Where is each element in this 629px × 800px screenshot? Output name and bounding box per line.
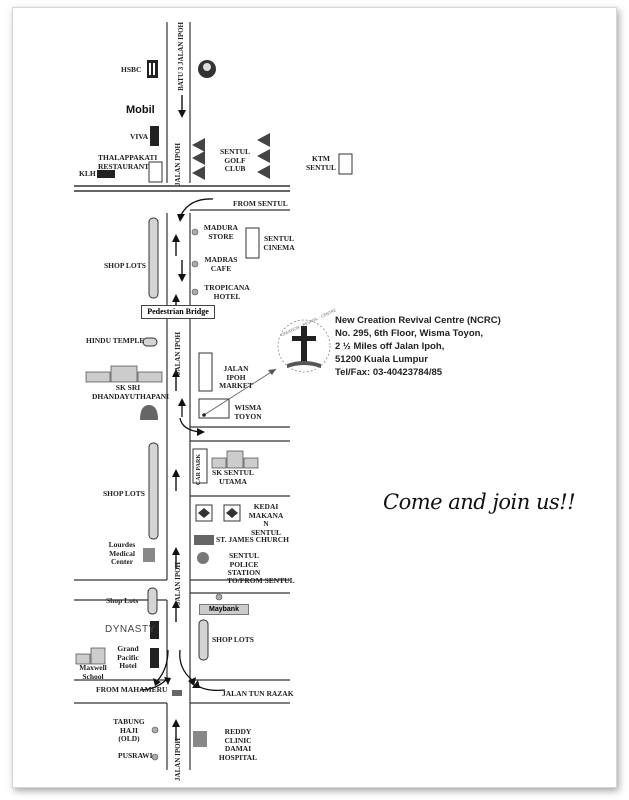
madura-store-marker — [191, 228, 199, 236]
place-hindu-temple: Hindu Temple — [86, 336, 145, 345]
place-st-james-church: St. James Church — [216, 535, 289, 544]
maxwell-school-icon — [75, 647, 106, 665]
place-hsbc: HSBC — [121, 65, 142, 74]
golf-arrow-3 — [192, 166, 205, 180]
ncrc-info: New Creation Revival Centre (NCRC) No. 2… — [335, 314, 501, 379]
golf-arrow-5 — [257, 149, 270, 163]
golf-arrow-2 — [192, 151, 205, 165]
pusrawi-marker — [151, 753, 159, 761]
ncrc-address-1: No. 295, 6th Floor, Wisma Toyon, — [335, 328, 484, 339]
place-shop-lots-1: Shop Lots — [104, 261, 146, 270]
place-sk-sentul-utama: SK Sentul Utama — [212, 468, 254, 486]
place-car-park: Car Park — [196, 454, 202, 486]
road-label-jalan-ipoh-3: Jalan Ipoh — [174, 562, 182, 605]
road-label-jalan-ipoh-bottom: Jalan Ipoh — [174, 738, 182, 781]
maybank-marker — [215, 593, 223, 601]
road-label-jalan-ipoh-1: Jalan Ipoh — [174, 143, 182, 186]
ncrc-contact: Tel/Fax: 03-40423784/85 — [335, 367, 443, 378]
klh-icon — [97, 170, 115, 178]
road-label-from-sentul: From Sentul — [233, 199, 288, 208]
map-sheet — [12, 7, 617, 788]
shop-lots-3-block — [147, 587, 158, 615]
place-maybank: Maybank — [199, 604, 249, 615]
hindu-temple-shape — [142, 337, 158, 347]
place-shop-lots-4: Shop Lots — [212, 635, 254, 644]
jalan-ipoh-market-building — [198, 352, 213, 392]
place-madura-store: Madura Store — [203, 223, 239, 241]
ncrc-address-2: 2 ½ Miles off Jalan Ipoh, — [335, 341, 445, 352]
road-label-to-from-sentul: To/From Sentul — [227, 576, 295, 585]
place-grand-pacific: Grand Pacific Hotel — [117, 644, 139, 671]
place-lourdes-medical: Lourdes Medical Center — [108, 540, 136, 567]
ncrc-name: New Creation Revival Centre (NCRC) — [335, 315, 501, 326]
place-sentul-police: Sentul Police Station — [227, 551, 261, 578]
church-icon — [194, 535, 214, 545]
place-jalan-ipoh-market: Jalan Ipoh Market — [219, 364, 253, 391]
dynasty-building-icon — [150, 621, 159, 639]
place-mobil: Mobil — [126, 104, 155, 116]
golf-arrow-1 — [192, 138, 205, 152]
grand-pacific-building-icon — [150, 648, 159, 668]
shell-logo-icon — [140, 405, 158, 420]
slogan-text: Come and join us!! — [383, 490, 576, 514]
ktm-sentul-building — [338, 153, 353, 175]
police-badge-icon — [197, 552, 209, 564]
place-pusrawi: Pusrawi — [118, 751, 153, 760]
junction-marker — [172, 690, 182, 696]
sentul-cinema-building — [245, 227, 260, 259]
road-label-jalan-tun-razak: Jalan Tun Razak — [222, 689, 294, 698]
place-sentul-golf-club: Sentul Golf Club — [219, 147, 250, 174]
road-label-batu3: Batu 3 Jalan Ipoh — [177, 22, 185, 91]
place-kedai-makanan: Kedai Makana n Sentul — [248, 502, 284, 537]
tabung-haji-marker — [151, 726, 159, 734]
golf-arrow-4 — [257, 133, 270, 147]
place-tabung-haji: Tabung Haji (OLD) — [113, 717, 145, 744]
road-lines — [74, 22, 290, 770]
place-sk-sri-dhandayuthapani: SK Sri Dhandayuthapani — [92, 383, 170, 401]
reddy-clinic-icon — [193, 731, 207, 747]
place-thalappakati: Thalappakati Restaurant — [98, 153, 158, 171]
hsbc-icon — [147, 60, 158, 78]
lourdes-medical-icon — [143, 548, 155, 562]
ncrc-logo-ring — [277, 319, 331, 373]
place-shop-lots-3: Shop Lots — [106, 596, 139, 605]
place-madras-cafe: Madras Cafe — [204, 255, 238, 273]
road-label-jalan-ipoh-2: Jalan Ipoh — [174, 332, 182, 375]
place-maxwell-school: Maxwell School — [79, 663, 107, 681]
sk-sri-school-icon — [85, 365, 163, 383]
sk-sentul-utama-icon — [211, 450, 259, 469]
shop-lots-2-block — [148, 442, 159, 540]
place-dynasty: DYNASTY — [105, 624, 156, 635]
car-park-box — [192, 448, 208, 484]
shop-lots-4-block — [198, 619, 209, 661]
place-ktm-sentul: KTM Sentul — [306, 154, 337, 172]
ncrc-cross-icon — [287, 326, 321, 368]
place-tropicana-hotel: Tropicana Hotel — [204, 283, 250, 301]
ncrc-address-3: 51200 Kuala Lumpur — [335, 354, 428, 365]
viva-building-icon — [150, 126, 159, 146]
pedestrian-bridge: Pedestrian Bridge — [141, 305, 215, 319]
thalappakati-building — [148, 161, 163, 183]
place-shop-lots-2: Shop Lots — [103, 489, 145, 498]
place-reddy-clinic: Reddy Clinic Damai Hospital — [218, 727, 258, 762]
golf-arrow-6 — [257, 165, 270, 179]
madras-cafe-marker — [191, 260, 199, 268]
place-sentul-cinema: Sentul Cinema — [263, 234, 295, 252]
place-klh: KLH — [79, 169, 96, 178]
road-label-from-mahameru: From Mahameru — [96, 685, 168, 694]
shop-lots-1-block — [148, 217, 159, 299]
tropicana-hotel-marker — [191, 288, 199, 296]
place-viva: Viva — [130, 132, 149, 141]
place-wisma-toyon: Wisma Toyon — [234, 403, 262, 421]
